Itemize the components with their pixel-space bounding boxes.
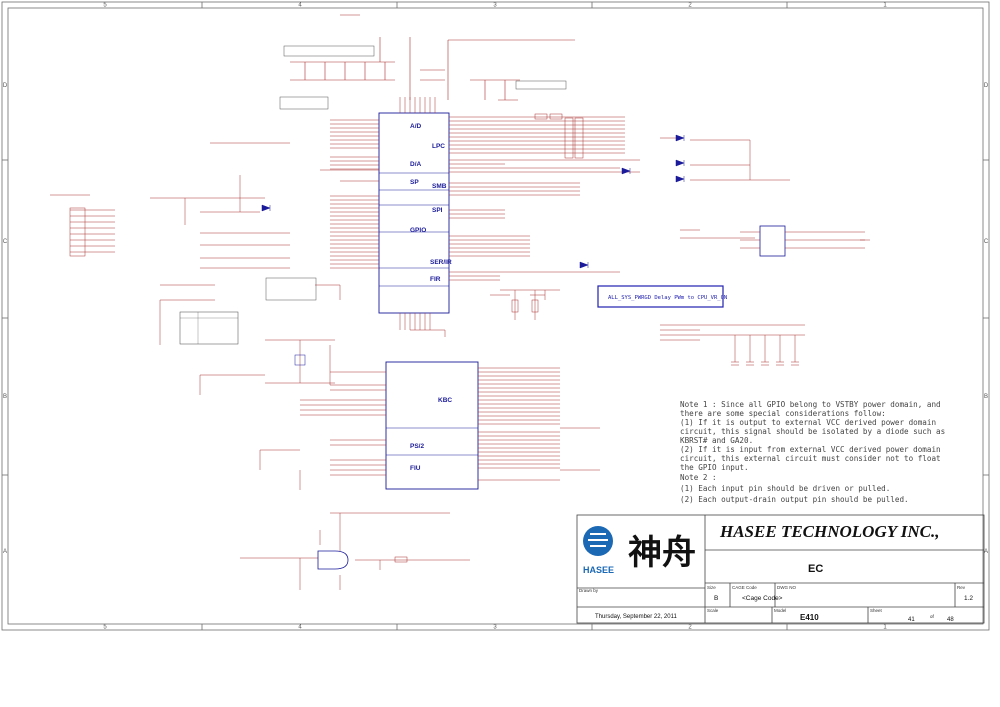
column-label: 4 xyxy=(298,625,302,631)
column-label: 5 xyxy=(103,3,107,9)
left-circuitry xyxy=(50,142,379,345)
note1-line: circuit, this external circuit must cons… xyxy=(680,454,941,463)
block-label: FIR xyxy=(430,276,441,283)
ec-pin-stubs-upper xyxy=(330,97,620,337)
sheet-frame xyxy=(1,1,990,631)
note1-line: KBRST# and GA20. xyxy=(680,436,753,445)
delay-note-box xyxy=(597,285,724,308)
sheet-label: Sheet xyxy=(870,608,883,613)
and-gate xyxy=(317,550,349,570)
dwg-label: DWG NO xyxy=(777,585,796,590)
delay-note-text: ALL_SYS_PWRGD Delay PWm to CPU_VR_ON xyxy=(608,295,727,301)
block-label: KBC xyxy=(438,397,452,404)
note1-line: (2) If it is input from external VCC der… xyxy=(680,445,941,454)
row-label: B xyxy=(3,394,7,400)
column-label: 3 xyxy=(493,625,497,631)
note1-line: circuit, this signal should be isolated … xyxy=(680,427,945,436)
diodes xyxy=(261,134,685,269)
ec-chip-lower xyxy=(385,361,479,490)
note1-line: the GPIO input. xyxy=(680,463,749,472)
column-label: 3 xyxy=(493,3,497,9)
block-label: GPIO xyxy=(410,227,426,234)
row-label: D xyxy=(984,83,989,89)
column-label: 1 xyxy=(883,3,887,9)
note1-line: Note 1 : Since all GPIO belong to VSTBY … xyxy=(680,400,941,409)
cage-value: <Cage Code> xyxy=(742,595,783,602)
rev-value: 1.2 xyxy=(964,595,973,602)
note1-line: (1) If it is output to external VCC deri… xyxy=(680,418,936,427)
row-label: C xyxy=(984,239,989,245)
lpc-resistor-array xyxy=(505,113,790,239)
logo-chinese: 神舟 xyxy=(628,533,696,573)
size-label: Size xyxy=(707,585,716,590)
decoupling-capacitors xyxy=(290,14,575,101)
crystal-circuit xyxy=(199,339,335,490)
model-value: E410 xyxy=(800,613,819,622)
ec-chip-upper xyxy=(378,112,450,314)
rev-label: Rev xyxy=(957,585,966,590)
sheet-total: 48 xyxy=(947,617,954,623)
block-label: D/A xyxy=(410,161,422,168)
pullup-resistors xyxy=(490,289,560,320)
scale-label: Scale xyxy=(707,608,719,613)
drawing-date: Thursday, September 22, 2011 xyxy=(595,614,677,620)
column-label: 5 xyxy=(103,625,107,631)
block-label: FIU xyxy=(410,465,421,472)
note-box xyxy=(265,277,317,301)
block-label: LPC xyxy=(432,143,445,150)
cage-label: CAGE Code xyxy=(732,585,757,590)
title-block xyxy=(576,514,985,624)
block-label: PS/2 xyxy=(410,443,424,450)
row-label: A xyxy=(3,549,7,555)
block-label: SP xyxy=(410,179,419,186)
model-label: Model xyxy=(774,608,786,613)
note2-line: (2) Each output-drain output pin should … xyxy=(680,495,909,504)
column-label: 1 xyxy=(883,625,887,631)
row-label: D xyxy=(3,83,8,89)
note-box xyxy=(283,45,375,57)
block-label: SPI xyxy=(432,207,443,214)
sheet-value: 41 xyxy=(908,617,915,623)
note1-line: there are some special considerations fo… xyxy=(680,409,886,418)
config-table xyxy=(179,311,239,345)
size-value: B xyxy=(714,595,718,602)
company-name: HASEE TECHNOLOGY INC., xyxy=(719,522,939,541)
of-label: of xyxy=(930,614,935,619)
drawn-label: Drawn by xyxy=(579,588,599,593)
block-label: SER/IR xyxy=(430,259,452,266)
logo-brand: HASEE xyxy=(583,565,614,575)
block-label: A/D xyxy=(410,123,422,130)
column-label: 2 xyxy=(688,625,692,631)
note-box xyxy=(279,96,329,110)
row-label: C xyxy=(3,239,8,245)
note2-line: (1) Each input pin should be driven or p… xyxy=(680,484,890,493)
capacitor-bank xyxy=(660,324,805,366)
kbc-pin-stubs xyxy=(300,367,600,481)
column-label: 4 xyxy=(298,3,302,9)
small-ic xyxy=(759,225,786,257)
hasee-logo: HASEE 神舟 xyxy=(583,526,696,575)
column-label: 2 xyxy=(688,3,692,9)
drawing-title: EC xyxy=(808,563,823,575)
note-box xyxy=(515,80,567,90)
row-label: B xyxy=(984,394,988,400)
buffer-circuit xyxy=(240,512,470,590)
row-label: A xyxy=(984,549,988,555)
block-label: SMB xyxy=(432,183,447,190)
note2-line: Note 2 : xyxy=(680,473,717,482)
